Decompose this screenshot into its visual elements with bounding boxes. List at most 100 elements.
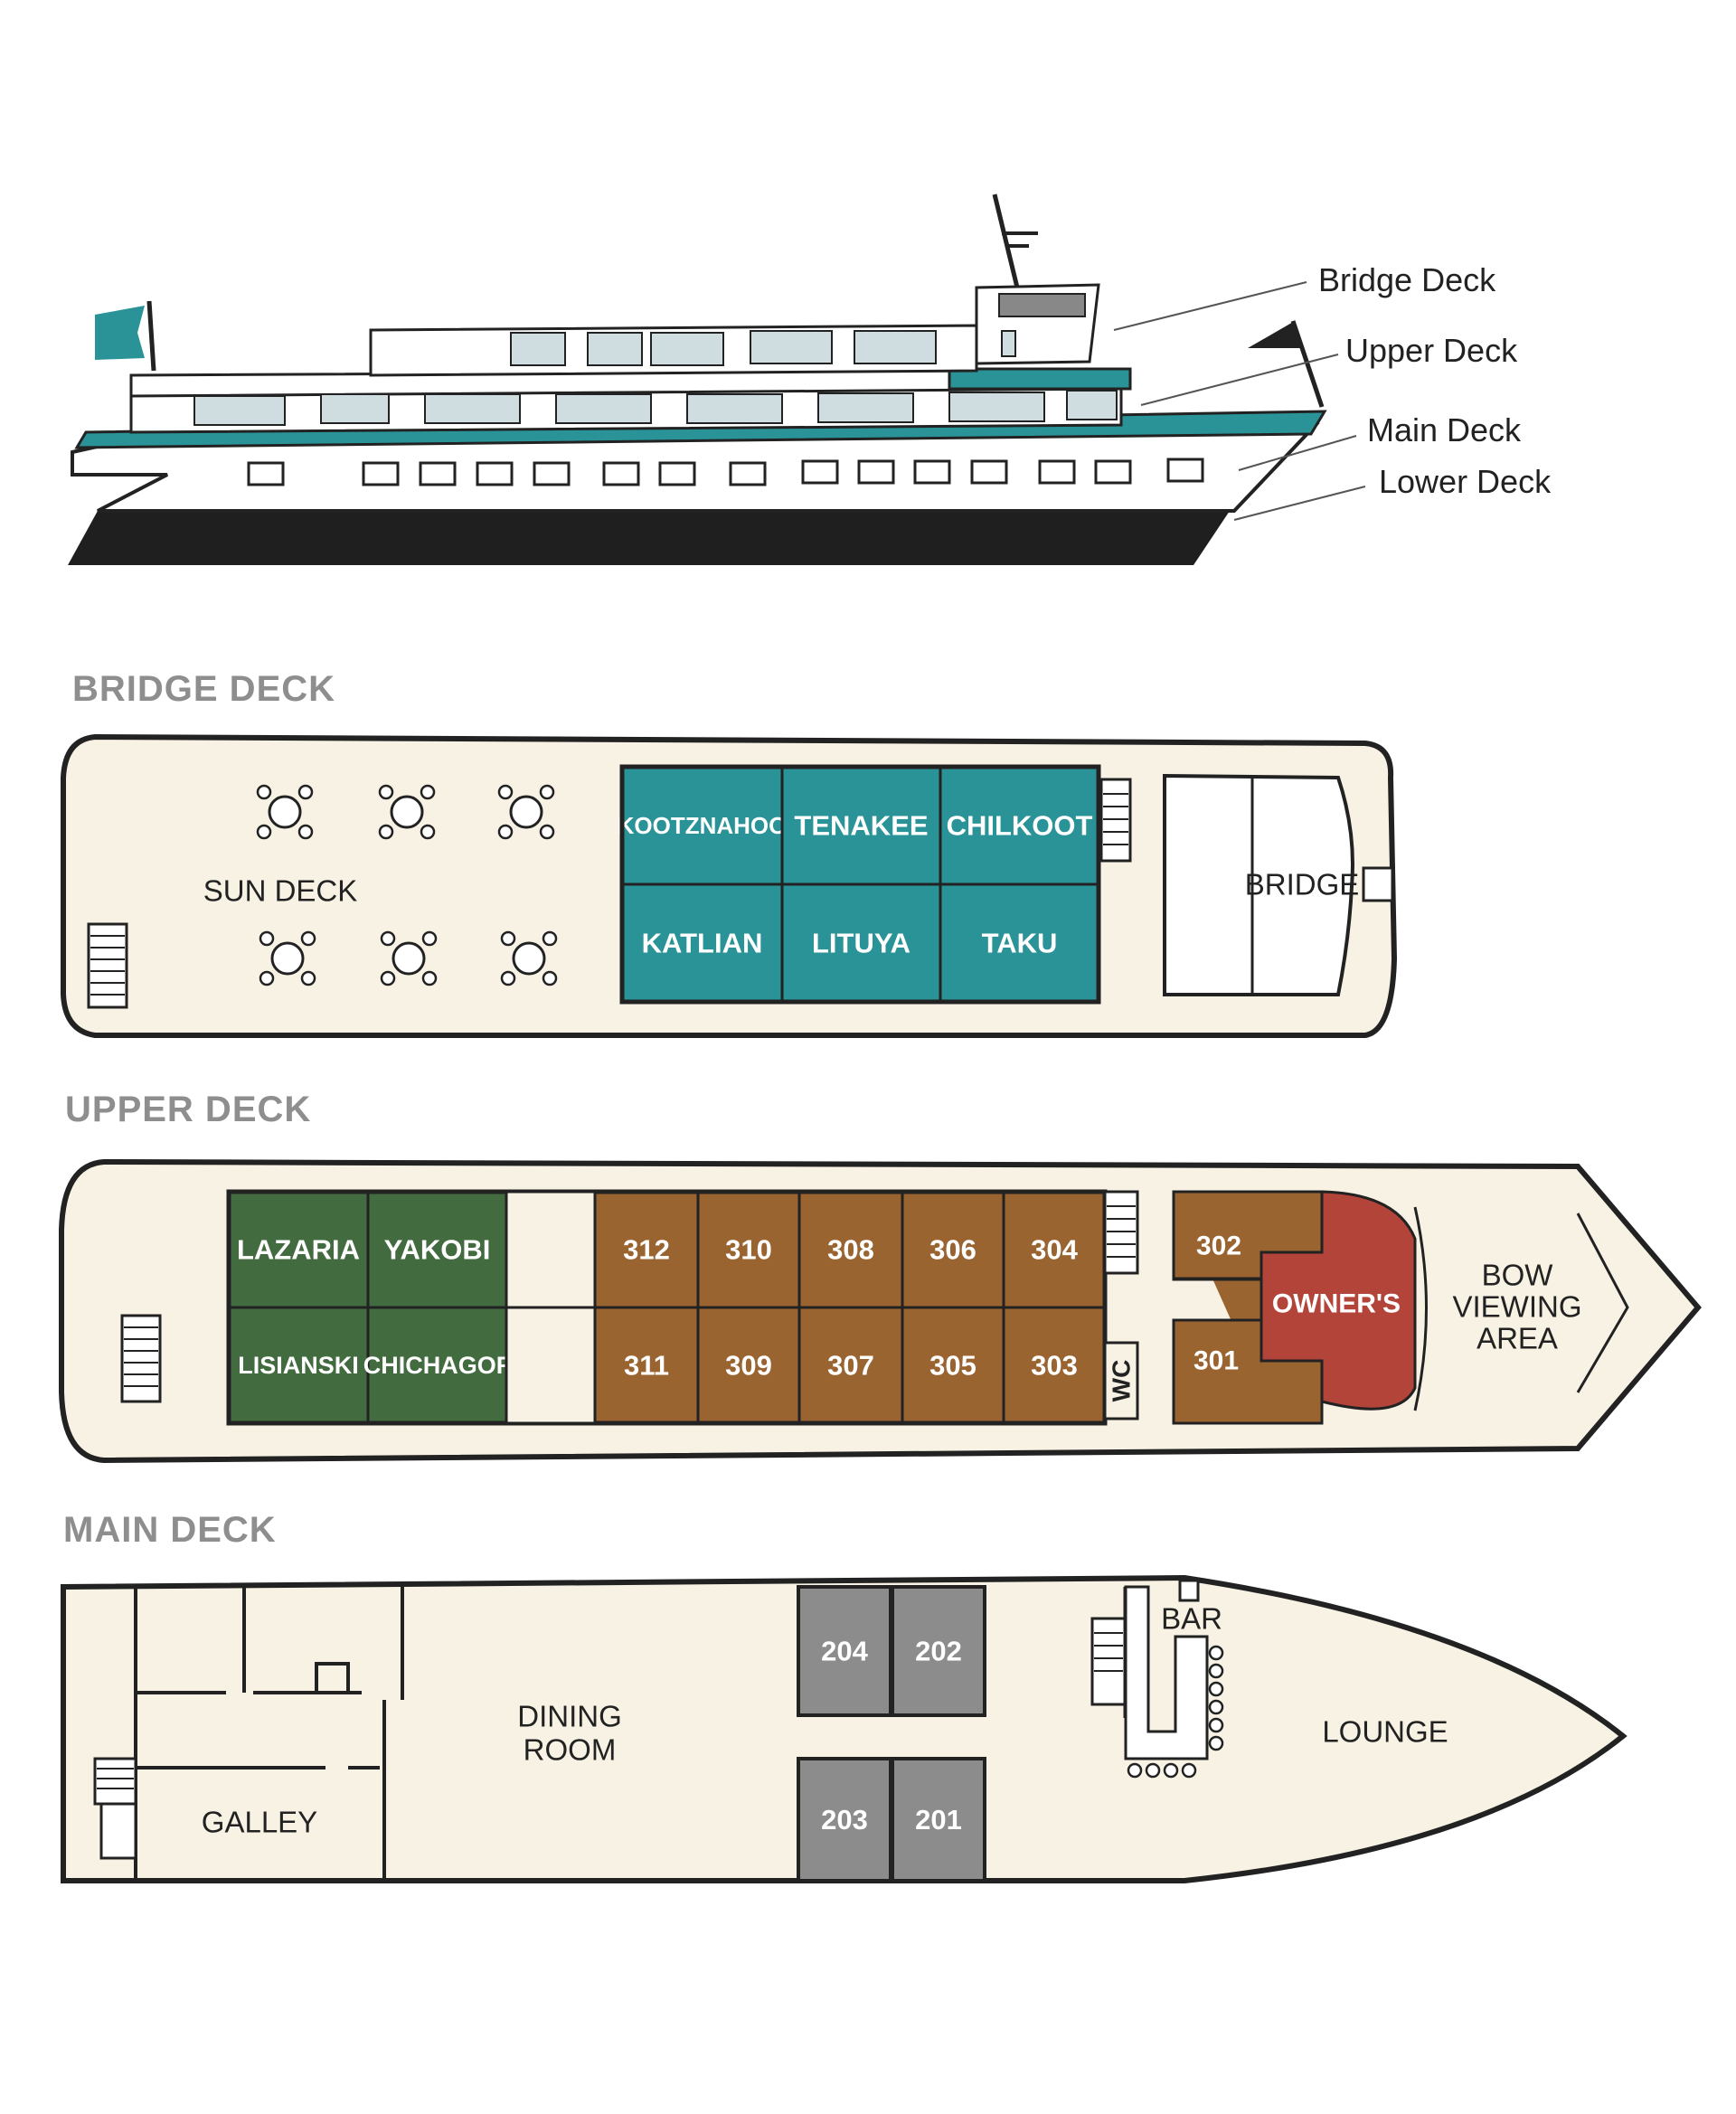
cabin-label: KATLIAN (642, 928, 763, 959)
cabin-301-label: 301 (1194, 1346, 1239, 1376)
galley-label: GALLEY (202, 1806, 317, 1839)
cabin-label: LITUYA (812, 928, 910, 959)
bar-stool-icon (1208, 1681, 1224, 1697)
round-table-icon (497, 784, 555, 840)
bar-stool-icon (1208, 1645, 1224, 1661)
legend-bridge-deck: Bridge Deck (1318, 261, 1496, 298)
cabin-label: LISIANSKI (238, 1352, 359, 1379)
cabin-label: 305 (929, 1350, 976, 1382)
cabin-taku: TAKU (939, 882, 1100, 1004)
cabin-204: 204 (797, 1585, 892, 1717)
main-deck-cabins: 204 202 203 201 (797, 1585, 986, 1883)
cabin-309: 309 (696, 1306, 801, 1425)
owners-suite (1260, 1190, 1417, 1411)
cabin-label: TENAKEE (794, 810, 928, 842)
cabin-202: 202 (891, 1585, 986, 1717)
cabin-203: 203 (797, 1757, 892, 1883)
stairs-icon (87, 922, 128, 1009)
lounge-label: LOUNGE (1322, 1715, 1448, 1749)
legend-upper-deck: Upper Deck (1345, 332, 1518, 369)
stairs-icon (93, 1757, 137, 1860)
stairs-icon (1090, 1617, 1127, 1706)
cabin-lazaria: LAZARIA (227, 1190, 370, 1309)
sun-deck-tables (256, 784, 558, 986)
cabin-304: 304 (1002, 1190, 1107, 1309)
round-table-icon (259, 930, 316, 986)
cabin-306: 306 (901, 1190, 1005, 1309)
main-deck-title: MAIN DECK (63, 1510, 277, 1550)
cabin-lituya: LITUYA (780, 882, 942, 1004)
cabin-lisianski: LISIANSKI (227, 1306, 370, 1425)
cabin-302-label: 302 (1196, 1232, 1241, 1261)
ship-profile: Bridge Deck Upper Deck Main Deck Lower D… (68, 193, 1552, 565)
bar-stool-icon (1208, 1663, 1224, 1679)
bar-stool-icon (1181, 1762, 1197, 1779)
cabin-label: 310 (725, 1234, 772, 1266)
round-table-icon (500, 930, 558, 986)
round-table-icon (380, 930, 438, 986)
cabin-label: YAKOBI (384, 1234, 491, 1266)
cabin-label: 307 (827, 1350, 874, 1382)
bar-stool-icon (1127, 1762, 1143, 1779)
cabin-label: 202 (915, 1636, 962, 1667)
cabin-label: 309 (725, 1350, 772, 1382)
bow-area-line3: AREA (1477, 1322, 1558, 1355)
cabin-label: 303 (1031, 1350, 1078, 1382)
stairs-icon (120, 1314, 162, 1403)
dining-label-line2: ROOM (524, 1733, 617, 1767)
bar-stool-icon (1208, 1699, 1224, 1715)
black-flag-icon (1248, 321, 1302, 348)
cabin-312: 312 (593, 1190, 700, 1309)
bar-label: BAR (1161, 1602, 1222, 1636)
cabin-label: 312 (623, 1234, 670, 1266)
bar-stool-icon (1145, 1762, 1161, 1779)
legend-main-deck: Main Deck (1367, 411, 1522, 448)
bar-stools (1127, 1645, 1224, 1779)
cabin-chichagof: CHICHAGOF (363, 1306, 511, 1425)
bow-area-line1: BOW (1482, 1259, 1554, 1292)
cabin-305: 305 (901, 1306, 1005, 1425)
sun-deck-label: SUN DECK (203, 874, 358, 908)
bar-stool-icon (1208, 1735, 1224, 1751)
round-table-icon (256, 784, 314, 840)
cabin-tenakee: TENAKEE (780, 765, 942, 886)
cabin-label: 204 (821, 1636, 868, 1667)
cabin-label: 308 (827, 1234, 874, 1266)
round-table-icon (378, 784, 436, 840)
bow-area-line2: VIEWING (1452, 1290, 1581, 1324)
legend-lower-deck: Lower Deck (1379, 463, 1552, 500)
cabin-katlian: KATLIAN (620, 882, 784, 1004)
main-deck-plan: MAIN DECK GALLEY DINING ROOM 20 (61, 1510, 1628, 1883)
cabin-label: 201 (915, 1804, 962, 1836)
cabin-kootznahoo: KOOTZNAHOO (618, 765, 788, 886)
cabin-201: 201 (891, 1757, 986, 1883)
upper-deck-title: UPPER DECK (65, 1090, 311, 1129)
dining-label-line1: DINING (517, 1700, 622, 1733)
owners-label: OWNER'S (1272, 1289, 1401, 1319)
cabin-yakobi: YAKOBI (366, 1190, 508, 1309)
cabin-chilkoot: CHILKOOT (939, 765, 1100, 886)
cabin-310: 310 (696, 1190, 801, 1309)
cabin-307: 307 (797, 1306, 904, 1425)
teal-flag-icon (95, 306, 145, 360)
cabin-label: KOOTZNAHOO (618, 812, 788, 839)
cabin-label: 203 (821, 1804, 868, 1836)
cabin-303: 303 (1002, 1306, 1107, 1425)
bar-stool-icon (1163, 1762, 1179, 1779)
cabin-311: 311 (593, 1306, 700, 1425)
bar-stool-icon (1208, 1717, 1224, 1733)
cabin-label: 304 (1031, 1234, 1078, 1266)
bridge-label: BRIDGE (1245, 868, 1360, 901)
wc-label: WC (1108, 1360, 1136, 1402)
cabin-label: LAZARIA (237, 1234, 360, 1266)
cabin-308: 308 (797, 1190, 904, 1309)
stairs-icon (1099, 778, 1132, 863)
stairs-icon (1103, 1190, 1139, 1275)
cabin-label: TAKU (982, 928, 1058, 959)
